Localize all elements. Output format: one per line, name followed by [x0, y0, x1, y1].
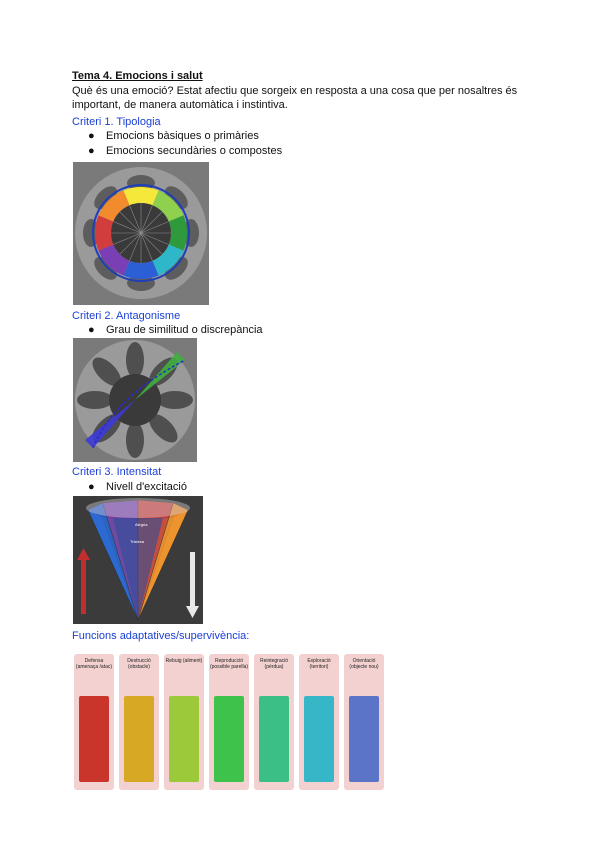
wheel-petal [127, 275, 155, 291]
wheel-petals [83, 175, 199, 291]
bullet-dot: ● [88, 324, 95, 336]
card-body [259, 696, 289, 782]
wheel-petal [164, 186, 188, 210]
criteri2-bullet-1: ● Grau de similitud o discrepància [88, 324, 263, 336]
decrease-arrow-shaft [190, 552, 195, 608]
wheel-petal [157, 391, 193, 409]
increase-arrow-head [77, 548, 90, 560]
wheel-spoke [140, 232, 153, 261]
wheel-emotion-segment [98, 244, 130, 276]
wheel-emotion-segment [152, 244, 184, 276]
card-title: Reintegració (pèrdua) [259, 658, 289, 670]
cone-slices [87, 499, 189, 621]
adaptive-card-reproduccio: Reproducció (possible parella) [209, 654, 249, 790]
wheel-emotion-segment [123, 260, 159, 279]
adaptive-functions-diagram: Defensa (amenaça /atac) Destrucció (obst… [74, 654, 384, 790]
decrease-arrow-head [186, 606, 199, 618]
wheel-petal [126, 342, 144, 378]
adaptive-card-orientacio: Orientació (objecte nou) [344, 654, 384, 790]
antagonism-axis [92, 359, 186, 449]
card-body [214, 696, 244, 782]
cone-label-tristesa: Tristesa [130, 539, 145, 544]
wheel-petal [164, 256, 188, 280]
wheel-spoke [119, 232, 142, 255]
wheel-emotion-segment [98, 190, 130, 222]
cone-slice [137, 502, 189, 621]
wheel-emotion-segment [95, 215, 114, 251]
card-title: Destrucció (obstacle) [127, 658, 151, 670]
wheel-spoke [129, 205, 142, 234]
wheel-spoke [140, 211, 163, 234]
wheel-spoke [140, 232, 163, 255]
wheel-spoke [113, 221, 142, 234]
bullet-text: Emocions bàsiques o primàries [106, 130, 259, 142]
bullet-dot: ● [88, 481, 95, 493]
wheel-inner-segments [95, 187, 187, 279]
wheel-petal [127, 175, 155, 191]
cone-label-alegria: Alegria [135, 522, 148, 527]
wheel-spoke [129, 232, 142, 261]
card-body [169, 696, 199, 782]
card-title: Orientació (objecte nou) [349, 658, 379, 670]
card-title: Exploració (territori) [307, 658, 331, 670]
wheel-petal [92, 357, 121, 386]
criteri3-bullet-1: ● Nivell d'excitació [88, 481, 187, 493]
wheel-spoke [140, 232, 169, 245]
intensity-cone-figure: Tristesa Alegria [73, 496, 203, 624]
card-body [304, 696, 334, 782]
card-body [349, 696, 379, 782]
wheel-spoke [113, 232, 142, 245]
wheel-spokes [111, 203, 171, 263]
antagonism-wheel-figure [73, 338, 197, 462]
wheel-petal [94, 186, 118, 210]
criteri1-heading: Criteri 1. Tipologia [72, 116, 161, 128]
wheel-spoke [119, 211, 142, 234]
criteri3-heading: Criteri 3. Intensitat [72, 466, 162, 478]
adaptive-card-defensa: Defensa (amenaça /atac) [74, 654, 114, 790]
bullet-text: Nivell d'excitació [106, 481, 187, 493]
wheel-emotion-segment [168, 215, 187, 251]
bullet-text: Emocions secundàries o compostes [106, 145, 283, 157]
wheel-petal [77, 391, 113, 409]
emotion-wheel-figure [73, 162, 209, 305]
adaptive-card-exploracio: Exploració (territori) [299, 654, 339, 790]
criteri1-bullet-2: ● Emocions secundàries o compostes [88, 145, 282, 157]
wheel-petal [149, 414, 178, 443]
card-title: Rebuig (aliment) [165, 658, 203, 664]
page-title: Tema 4. Emocions i salut [72, 70, 203, 82]
card-title: Defensa (amenaça /atac) [75, 658, 113, 670]
wheel-spoke [140, 221, 169, 234]
bullet-dot: ● [88, 130, 95, 142]
criteri1-bullet-1: ● Emocions bàsiques o primàries [88, 130, 259, 142]
funcions-heading: Funcions adaptatives/supervivència: [72, 630, 250, 642]
adaptive-card-destruccio: Destrucció (obstacle) [119, 654, 159, 790]
antagonism-blue-wedge [85, 400, 135, 448]
criteri2-heading: Criteri 2. Antagonisme [72, 310, 181, 322]
increase-arrow-shaft [81, 558, 86, 614]
card-title: Reproducció (possible parella) [209, 658, 249, 670]
wheel-petal [183, 219, 199, 247]
wheel-emotion-segment [152, 190, 184, 222]
intro-paragraph: Què és una emoció? Estat afectiu que sor… [72, 85, 518, 111]
card-body [79, 696, 109, 782]
wheel-petal [83, 219, 99, 247]
wheel-petal [94, 256, 118, 280]
wheel-petal [126, 422, 144, 458]
cone-top [86, 498, 190, 518]
cone-front-face [113, 518, 163, 620]
wheel-spoke [140, 205, 153, 234]
adaptive-card-reintegracio: Reintegració (pèrdua) [254, 654, 294, 790]
adaptive-card-rebuig: Rebuig (aliment) [164, 654, 204, 790]
antagonism-green-wedge [135, 352, 185, 400]
wheel-blue-ring [92, 184, 190, 282]
bullet-text: Grau de similitud o discrepància [106, 324, 263, 336]
bullet-dot: ● [88, 145, 95, 157]
card-body [124, 696, 154, 782]
wheel-emotion-segment [123, 187, 159, 206]
